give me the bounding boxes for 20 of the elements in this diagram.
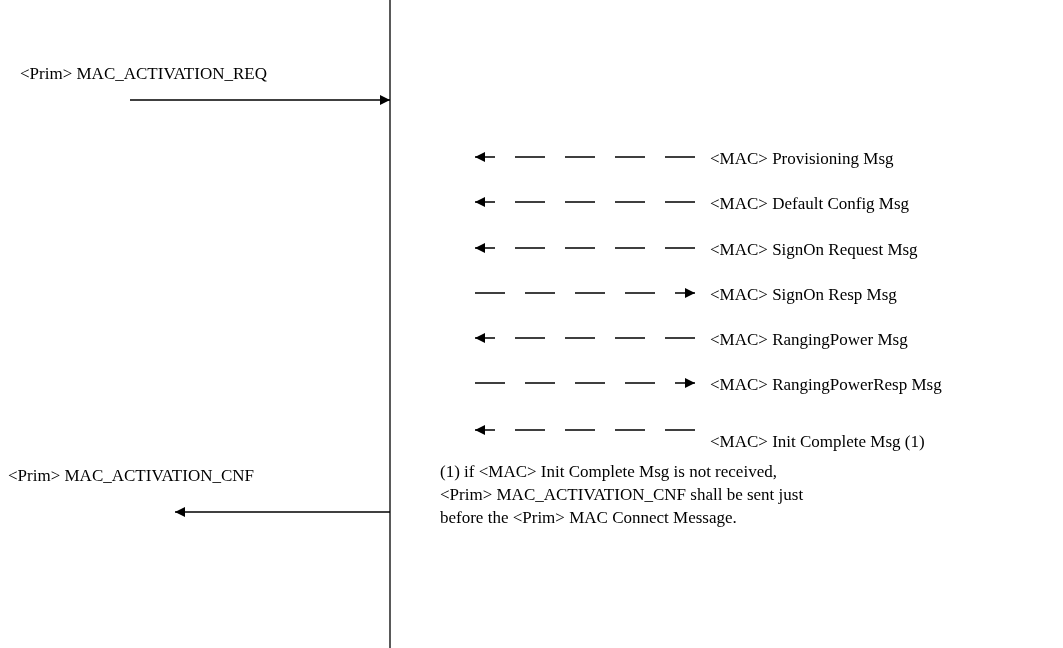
message-text: <MAC> RangingPower Msg — [710, 330, 908, 350]
lifeline — [389, 0, 391, 648]
message-text: <MAC> SignOn Request Msg — [710, 240, 918, 260]
message-text: <MAC> Default Config Msg — [710, 194, 910, 214]
message-arrow — [474, 333, 696, 343]
message-arrow — [474, 288, 696, 298]
footnote: (1) if <MAC> Init Complete Msg is not received, <Prim> MAC_ACTIVATION_CNF shall be sent just before the <Prim> MAC Connect Message. — [440, 461, 805, 529]
message-text: <MAC> RangingPowerResp Msg — [710, 375, 942, 395]
edge-label: <Prim> MAC_ACTIVATION_REQ — [20, 64, 267, 84]
message-arrow — [474, 425, 696, 435]
message-arrow — [474, 197, 696, 207]
message-text: <MAC> SignOn Resp Msg — [710, 285, 897, 305]
message-text: <MAC> Init Complete Msg (1) — [710, 432, 925, 452]
message-arrow — [174, 507, 391, 517]
edge-label: <Prim> MAC_ACTIVATION_CNF — [8, 466, 255, 486]
message-arrow — [474, 152, 696, 162]
message-arrow — [474, 243, 696, 253]
message-arrow — [129, 95, 391, 105]
message-text: <MAC> Provisioning Msg — [710, 149, 894, 169]
message-arrow — [474, 378, 696, 388]
